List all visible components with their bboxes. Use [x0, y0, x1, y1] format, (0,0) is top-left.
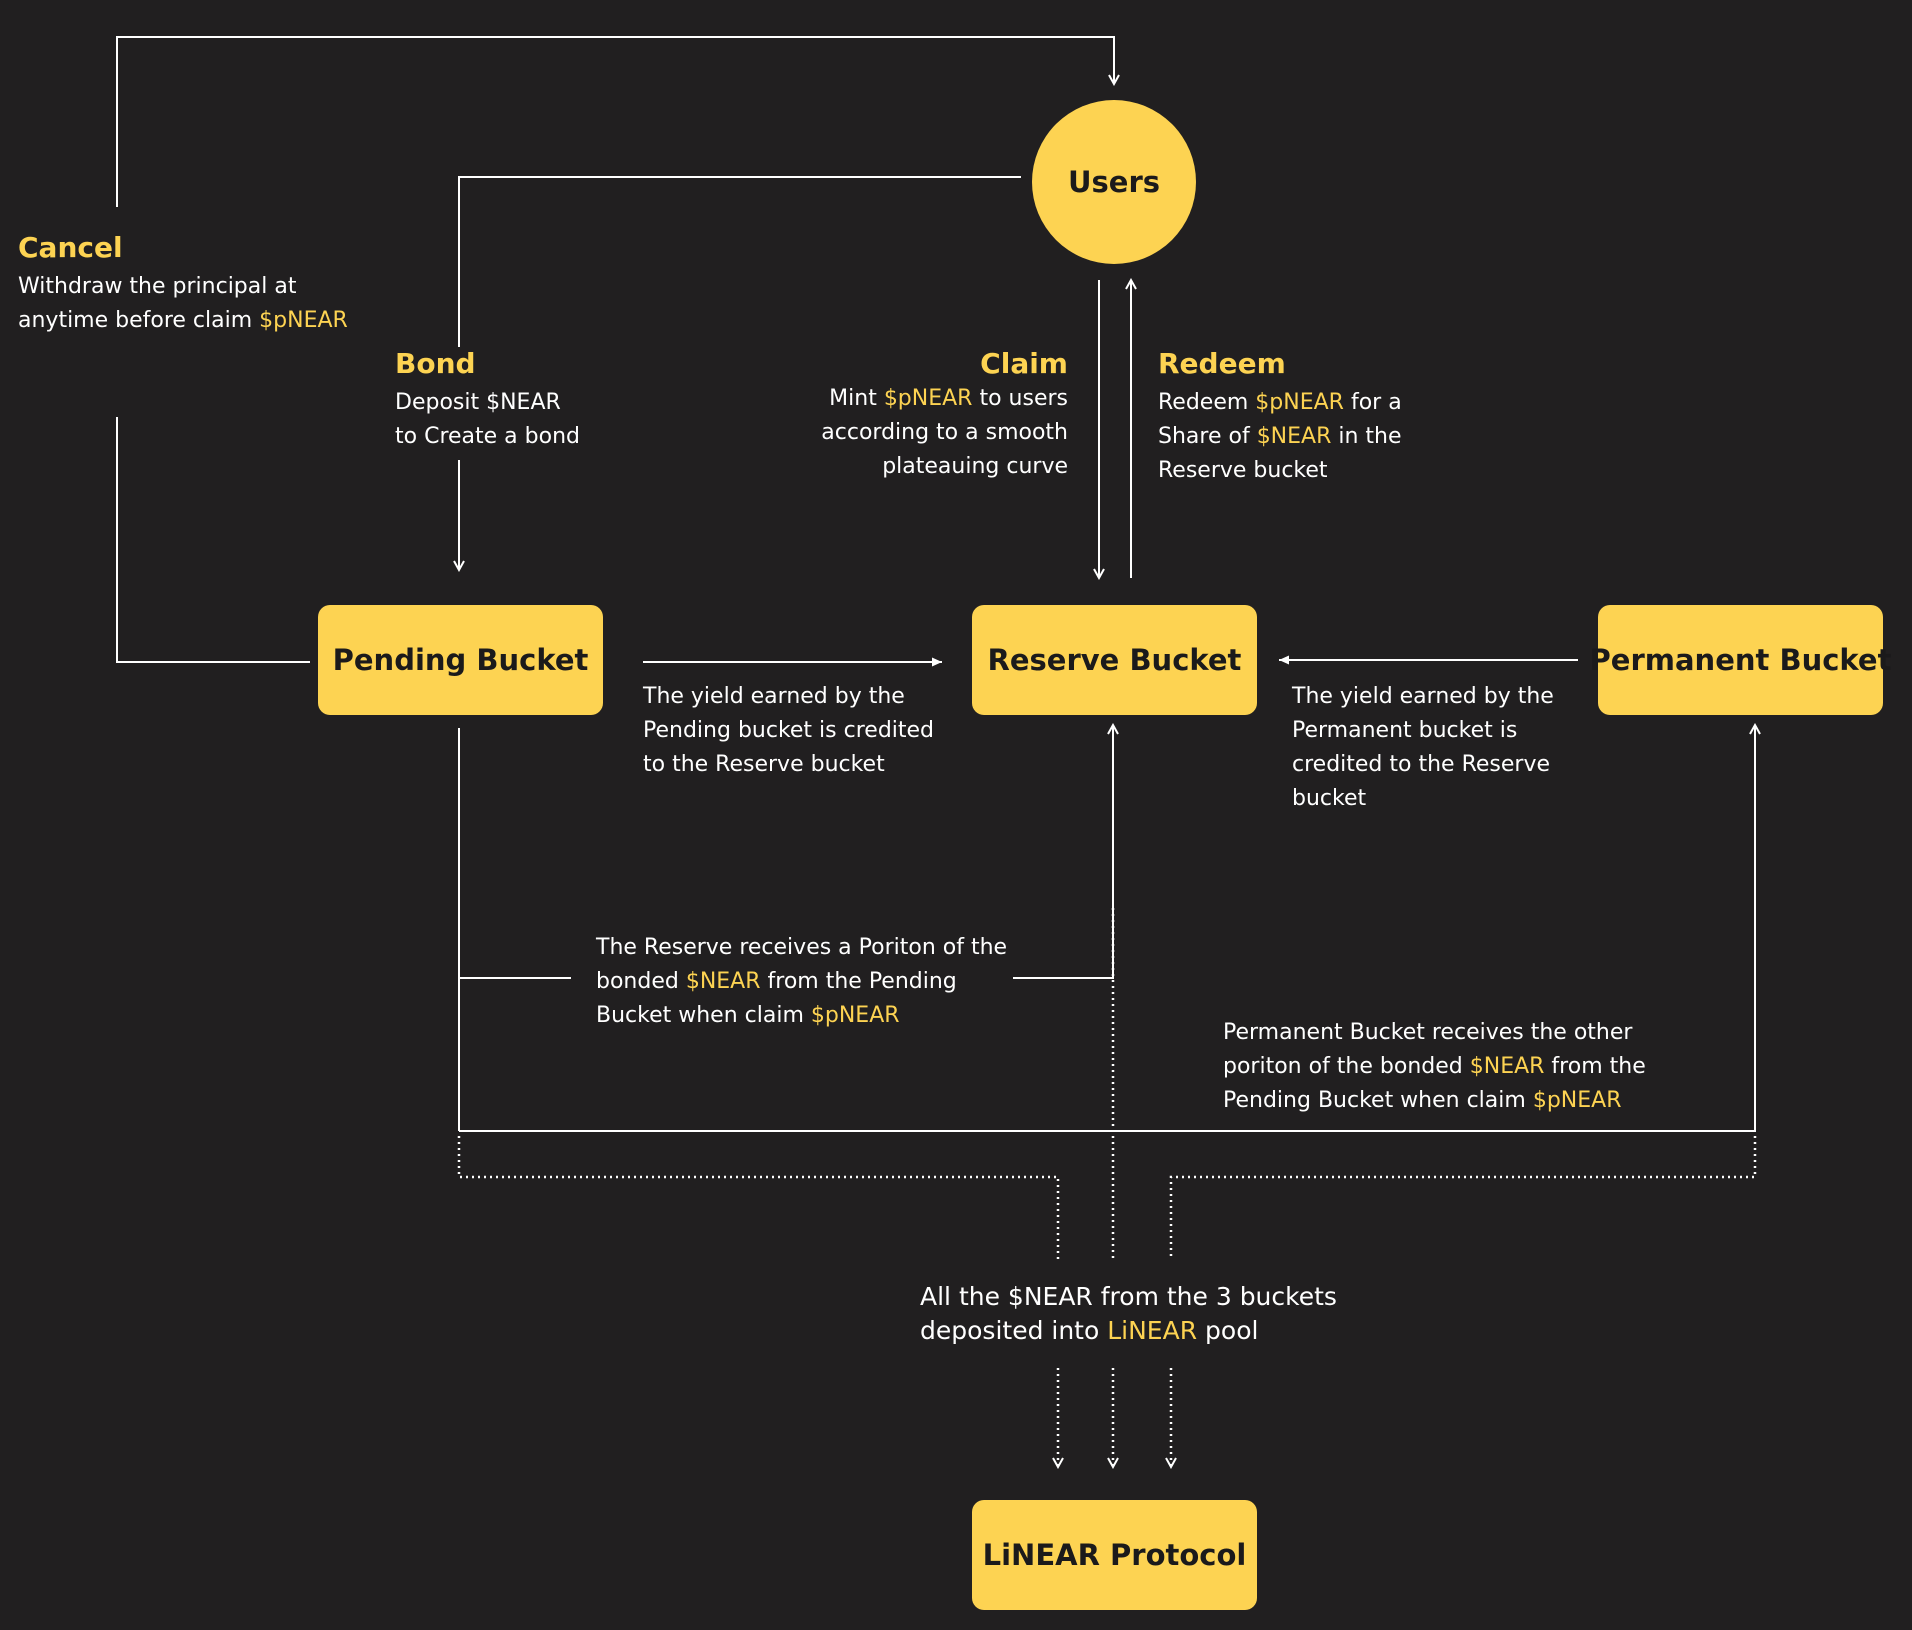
permanent-portion-description-line: poriton of the bonded $NEAR from the	[1223, 1050, 1646, 1084]
dotted-permanent-to-pool	[1169, 1136, 1757, 1260]
text-segment: Withdraw the principal at	[18, 274, 297, 299]
text-segment: Bucket when claim	[596, 1003, 811, 1028]
linear-protocol-node: LiNEAR Protocol	[972, 1500, 1257, 1610]
text-segment: The Reserve receives a Poriton of the	[596, 935, 1008, 960]
text-segment: bucket	[1292, 786, 1367, 811]
claim-description-line: according to a smooth	[821, 416, 1068, 450]
pending-yield-description-line: The yield earned by the	[643, 680, 934, 714]
text-segment: anytime before claim	[18, 308, 260, 333]
claim-description: Mint $pNEAR to users according to a smoot…	[821, 382, 1068, 484]
pending-bucket-node: Pending Bucket	[318, 605, 603, 715]
highlighted-token: $pNEAR	[883, 386, 973, 411]
text-segment: The yield earned by the	[1292, 684, 1554, 709]
text-segment: The yield earned by the	[643, 684, 905, 709]
permanent-yield-description-line: The yield earned by the	[1292, 680, 1554, 714]
deposit-description: All the $NEAR from the 3 buckets deposite…	[920, 1280, 1337, 1348]
text-segment: plateauing curve	[882, 454, 1068, 479]
redeem-description-line: Share of $NEAR in the	[1158, 420, 1402, 454]
permanent-portion-description-line: Permanent Bucket receives the other	[1223, 1016, 1646, 1050]
bond-description-line: to Create a bond	[395, 420, 580, 454]
reserve-bucket-node: Reserve Bucket	[972, 605, 1257, 715]
redeem-description-line: Reserve bucket	[1158, 454, 1402, 488]
text-segment: bonded	[596, 969, 686, 994]
reserve-portion-description-line: bonded $NEAR from the Pending	[596, 965, 1007, 999]
bond-title: Bond	[395, 347, 476, 380]
text-segment: from the	[1544, 1054, 1646, 1079]
highlighted-token: LiNEAR	[1107, 1316, 1198, 1345]
text-segment: Permanent Bucket receives the other	[1223, 1020, 1633, 1045]
text-segment: to users	[972, 386, 1068, 411]
reserve-portion-description: The Reserve receives a Poriton of the bon…	[596, 931, 1007, 1033]
text-segment: Reserve bucket	[1158, 458, 1328, 483]
users-node: Users	[1032, 100, 1196, 264]
highlighted-token: $NEAR	[1469, 1054, 1545, 1079]
text-segment: for a	[1343, 390, 1402, 415]
highlighted-token: $NEAR	[685, 969, 761, 994]
text-segment: Permanent bucket is	[1292, 718, 1518, 743]
bond-annotation: Bond Deposit $NEAR to Create a bond	[395, 346, 580, 454]
pending-yield-description-line: Pending bucket is credited	[643, 714, 934, 748]
claim-annotation: Claim Mint $pNEAR to users according to a…	[821, 346, 1068, 484]
bond-connector-upper	[458, 176, 1021, 347]
redeem-title: Redeem	[1158, 347, 1286, 380]
deposit-description-line: All the $NEAR from the 3 buckets	[920, 1280, 1337, 1314]
permanent-yield-description-line: credited to the Reserve	[1292, 748, 1554, 782]
deposit-description-line: deposited into LiNEAR pool	[920, 1314, 1337, 1348]
claim-title: Claim	[980, 347, 1068, 380]
text-segment: to the Reserve bucket	[643, 752, 885, 777]
highlighted-token: $NEAR	[1256, 424, 1332, 449]
text-segment: Share of	[1158, 424, 1257, 449]
cancel-description-line: anytime before claim $pNEAR	[18, 304, 348, 338]
highlighted-token: $pNEAR	[810, 1003, 900, 1028]
permanent-portion-connector	[459, 725, 1755, 1132]
reserve-portion-description-line: Bucket when claim $pNEAR	[596, 999, 1007, 1033]
highlighted-token: $pNEAR	[1532, 1088, 1622, 1113]
highlighted-token: $pNEAR	[1255, 390, 1344, 415]
permanent-bucket-node: Permanent Bucket	[1590, 605, 1891, 715]
text-segment: poriton of the bonded	[1223, 1054, 1470, 1079]
text-segment: All the $NEAR from the 3 buckets	[920, 1282, 1337, 1311]
text-segment: Pending Bucket when claim	[1223, 1088, 1533, 1113]
text-segment: from the Pending	[760, 969, 957, 994]
redeem-description-line: Redeem $pNEAR for a	[1158, 386, 1402, 420]
cancel-connector-upper	[116, 36, 1114, 207]
cancel-annotation: Cancel Withdraw the principal at anytime …	[18, 230, 348, 338]
text-segment: Redeem	[1158, 390, 1256, 415]
reserve-portion-connector	[1013, 725, 1113, 979]
text-segment: Pending bucket is credited	[643, 718, 935, 743]
highlighted-token: $pNEAR	[259, 308, 348, 333]
cancel-title: Cancel	[18, 231, 123, 264]
permanent-portion-description: Permanent Bucket receives the other porit…	[1223, 1016, 1646, 1118]
text-segment: in the	[1331, 424, 1402, 449]
text-segment: to Create a bond	[395, 424, 580, 449]
permanent-yield-description-line: Permanent bucket is	[1292, 714, 1554, 748]
text-segment: deposited into	[920, 1316, 1108, 1345]
text-segment: pool	[1197, 1316, 1259, 1345]
reserve-portion-description-line: The Reserve receives a Poriton of the	[596, 931, 1007, 965]
permanent-portion-description-line: Pending Bucket when claim $pNEAR	[1223, 1084, 1646, 1118]
claim-description-line: plateauing curve	[821, 450, 1068, 484]
bond-description: Deposit $NEAR to Create a bond	[395, 386, 580, 454]
text-segment: Mint	[829, 386, 884, 411]
text-segment: Deposit $NEAR	[395, 390, 561, 415]
claim-description-line: Mint $pNEAR to users	[821, 382, 1068, 416]
cancel-connector-lower	[116, 417, 310, 663]
text-segment: credited to the Reserve	[1292, 752, 1550, 777]
cancel-description-line: Withdraw the principal at	[18, 270, 348, 304]
cancel-description: Withdraw the principal at anytime before …	[18, 270, 348, 338]
text-segment: according to a smooth	[821, 420, 1068, 445]
permanent-yield-description-line: bucket	[1292, 782, 1554, 816]
pending-yield-description-line: to the Reserve bucket	[643, 748, 934, 782]
bond-description-line: Deposit $NEAR	[395, 386, 580, 420]
dotted-pending-to-pool	[457, 1136, 1060, 1260]
